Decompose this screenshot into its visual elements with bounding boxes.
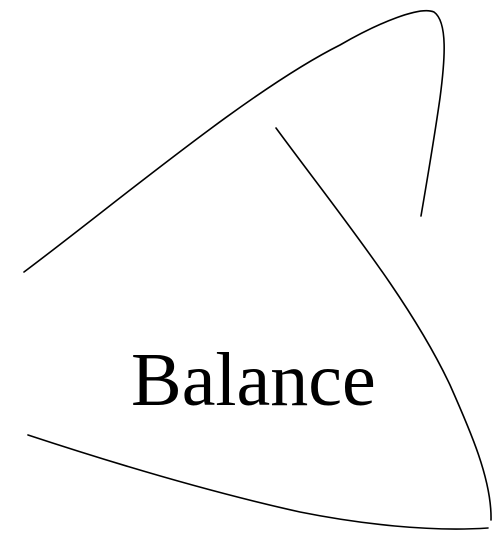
diagonal-stroke (276, 128, 491, 520)
upper-arc-stroke (24, 11, 444, 272)
lower-arc-stroke (28, 435, 488, 529)
balance-label: Balance (131, 338, 376, 422)
